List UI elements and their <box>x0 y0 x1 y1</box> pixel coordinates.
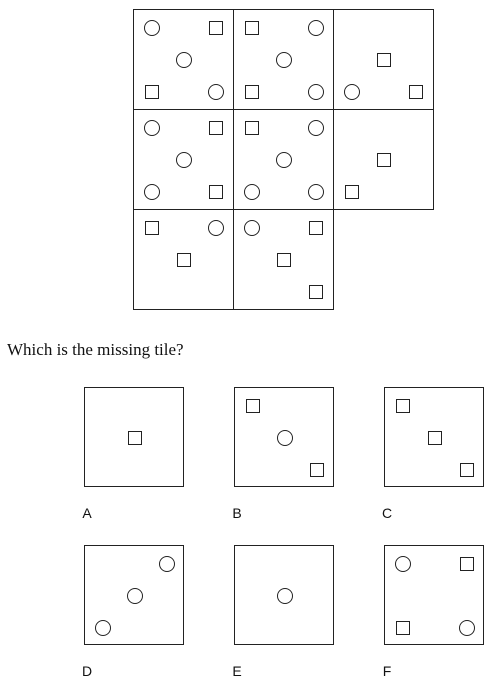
square-shape <box>428 431 442 445</box>
option-label: C <box>381 505 393 521</box>
circle-shape <box>244 184 260 200</box>
circle-shape <box>95 620 111 636</box>
square-shape <box>309 221 323 235</box>
puzzle-tile <box>333 9 434 110</box>
option-tile[interactable] <box>384 387 484 487</box>
option-tile[interactable] <box>234 387 334 487</box>
option-label: A <box>82 505 92 521</box>
option-label: F <box>382 663 392 679</box>
circle-shape <box>127 588 143 604</box>
option-label: E <box>232 663 242 679</box>
circle-shape <box>308 184 324 200</box>
square-shape <box>245 85 259 99</box>
square-shape <box>310 463 324 477</box>
circle-shape <box>208 220 224 236</box>
circle-shape <box>144 120 160 136</box>
question-text: Which is the missing tile? <box>7 340 184 359</box>
circle-shape <box>308 84 324 100</box>
square-shape <box>345 185 359 199</box>
option-tile[interactable] <box>384 545 484 645</box>
puzzle-tile <box>233 209 334 310</box>
option-tile[interactable] <box>234 545 334 645</box>
circle-shape <box>276 152 292 168</box>
option-tile[interactable] <box>84 387 184 487</box>
circle-shape <box>159 556 175 572</box>
circle-shape <box>208 84 224 100</box>
square-shape <box>177 253 191 267</box>
puzzle-tile <box>233 9 334 110</box>
option-label: B <box>232 505 242 521</box>
square-shape <box>246 399 260 413</box>
circle-shape <box>176 52 192 68</box>
puzzle-tile <box>333 109 434 210</box>
square-shape <box>396 399 410 413</box>
circle-shape <box>176 152 192 168</box>
circle-shape <box>308 20 324 36</box>
square-shape <box>460 463 474 477</box>
puzzle-tile <box>133 209 234 310</box>
puzzle-tile <box>233 109 334 210</box>
puzzle-tile <box>133 109 234 210</box>
circle-shape <box>276 52 292 68</box>
square-shape <box>209 121 223 135</box>
option-label: D <box>81 663 93 679</box>
square-shape <box>377 53 391 67</box>
square-shape <box>145 85 159 99</box>
square-shape <box>409 85 423 99</box>
square-shape <box>277 253 291 267</box>
circle-shape <box>277 430 293 446</box>
circle-shape <box>459 620 475 636</box>
circle-shape <box>395 556 411 572</box>
square-shape <box>396 621 410 635</box>
circle-shape <box>144 184 160 200</box>
square-shape <box>245 21 259 35</box>
circle-shape <box>308 120 324 136</box>
circle-shape <box>144 20 160 36</box>
square-shape <box>377 153 391 167</box>
square-shape <box>145 221 159 235</box>
option-tile[interactable] <box>84 545 184 645</box>
square-shape <box>128 431 142 445</box>
square-shape <box>245 121 259 135</box>
circle-shape <box>244 220 260 236</box>
puzzle-tile <box>133 9 234 110</box>
circle-shape <box>344 84 360 100</box>
square-shape <box>209 185 223 199</box>
square-shape <box>309 285 323 299</box>
square-shape <box>209 21 223 35</box>
square-shape <box>460 557 474 571</box>
circle-shape <box>277 588 293 604</box>
